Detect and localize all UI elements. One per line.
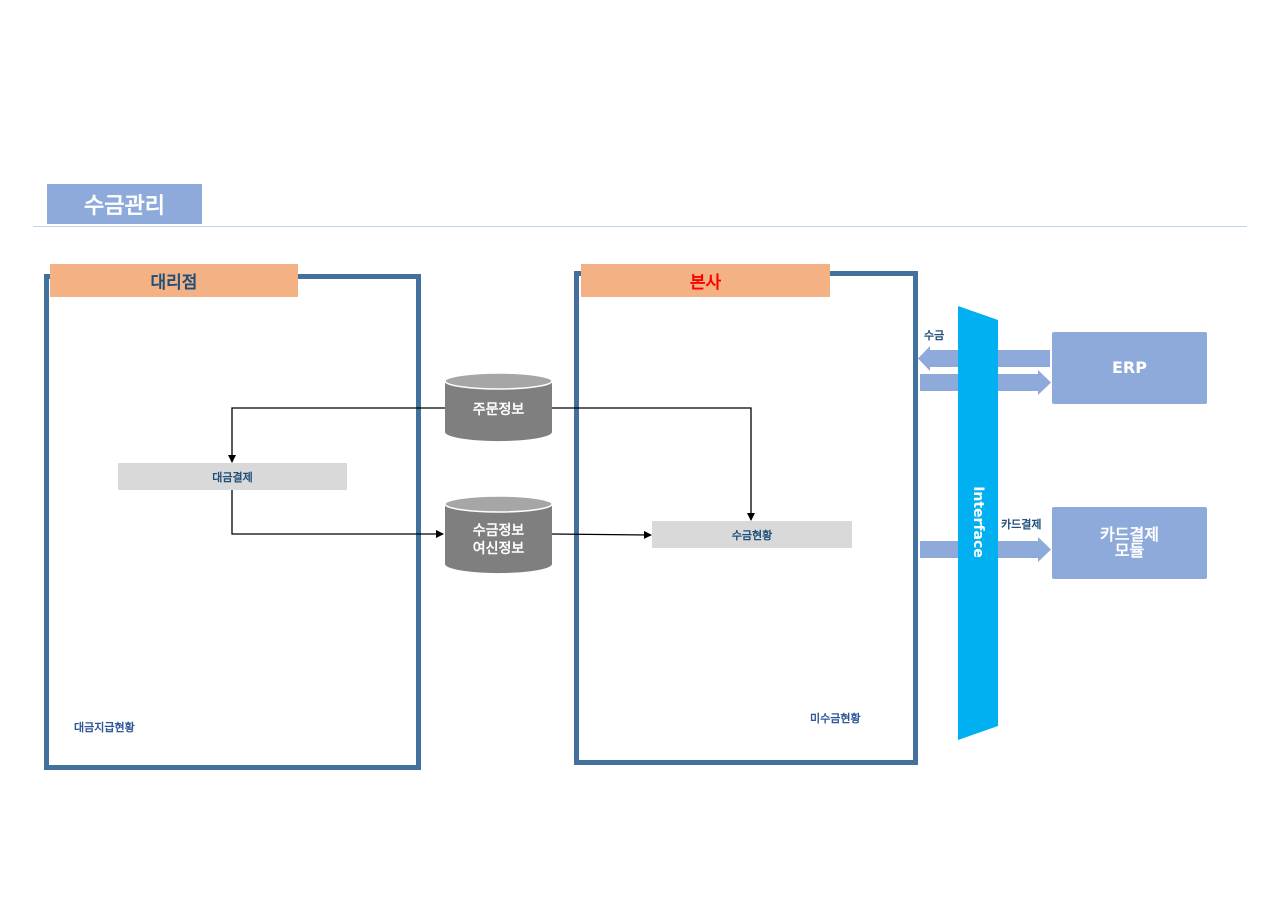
payment-to-collection-connector bbox=[231, 490, 444, 538]
erp-label: ERP bbox=[1112, 358, 1147, 377]
card-module-line2: 모듈 bbox=[1114, 541, 1145, 560]
interface-to-erp-arrow bbox=[998, 370, 1051, 395]
order-to-status-connector bbox=[552, 407, 755, 521]
page-title: 수금관리 bbox=[47, 184, 202, 224]
collection-info-database bbox=[444, 495, 553, 574]
card-module-line1: 카드결제 bbox=[1100, 525, 1159, 544]
interface-label: Interface bbox=[970, 486, 986, 558]
card-payment-flow-label: 카드결제 bbox=[1001, 518, 1042, 531]
order-to-payment-connector bbox=[228, 407, 445, 463]
collection-info-line2: 여신정보 bbox=[472, 541, 525, 557]
interface-to-card-module-arrow bbox=[998, 537, 1051, 562]
order-info-label: 주문정보 bbox=[472, 402, 525, 418]
payment-process-box: 대금결제 bbox=[118, 463, 347, 490]
erp-system-box: ERP bbox=[1052, 332, 1207, 404]
interface-to-hq-collection-arrow bbox=[918, 346, 958, 371]
agency-header: 대리점 bbox=[50, 264, 298, 297]
title-divider bbox=[33, 226, 1247, 227]
collection-info-line1: 수금정보 bbox=[472, 523, 525, 539]
collection-info-label: 수금정보 여신정보 bbox=[445, 522, 552, 558]
hq-header: 본사 bbox=[581, 264, 830, 297]
collection-flow-label: 수금 bbox=[924, 329, 945, 342]
hq-to-interface-card-arrow bbox=[920, 541, 958, 558]
agency-note: 대금지급현황 bbox=[74, 721, 135, 734]
collection-status-box: 수금현황 bbox=[652, 521, 852, 548]
order-info-database bbox=[444, 372, 553, 442]
card-module-box: 카드결제 모듈 bbox=[1052, 507, 1207, 579]
interface-bar bbox=[958, 306, 998, 740]
hq-to-interface-arrow bbox=[920, 374, 958, 391]
erp-to-interface-arrow bbox=[998, 350, 1050, 367]
collection-to-status-connector bbox=[551, 530, 652, 539]
hq-note: 미수금현황 bbox=[810, 712, 861, 725]
